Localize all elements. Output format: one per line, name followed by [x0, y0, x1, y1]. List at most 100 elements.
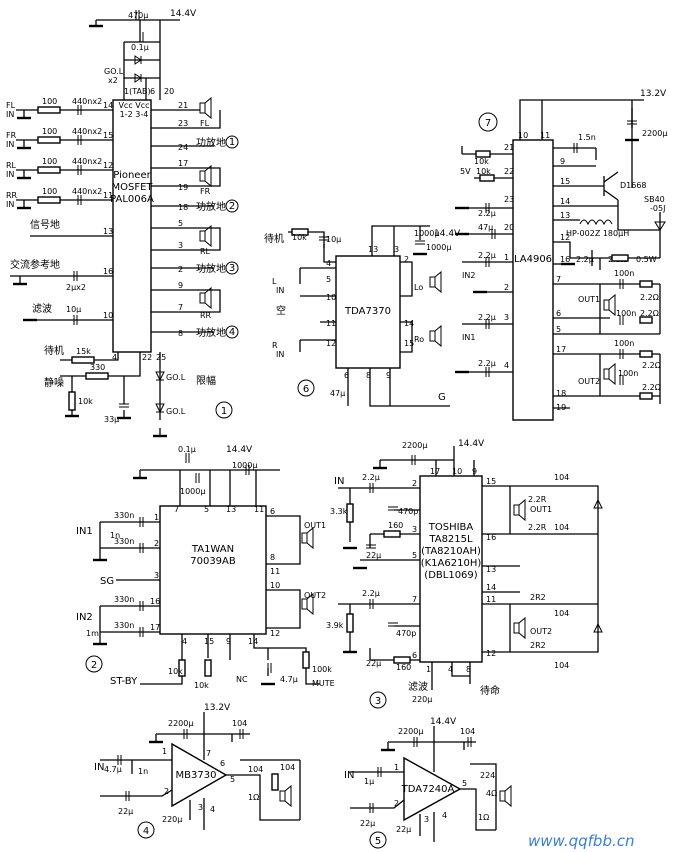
svg-text:12: 12 — [270, 629, 280, 638]
svg-text:17: 17 — [556, 345, 566, 354]
svg-text:2: 2 — [154, 539, 159, 548]
svg-text:1.5n: 1.5n — [578, 133, 596, 142]
circuit-7-la4906: LA4906 7 10 11 13.2V 2200μ 1.5n 9 15 D16… — [414, 89, 667, 421]
svg-text:440nx2: 440nx2 — [72, 127, 102, 136]
svg-text:330n: 330n — [114, 621, 134, 630]
svg-text:104: 104 — [554, 473, 569, 482]
svg-text:47μ: 47μ — [330, 389, 345, 398]
svg-text:10: 10 — [518, 131, 528, 140]
svg-text:1: 1 — [426, 665, 431, 674]
svg-text:33μ: 33μ — [104, 415, 119, 424]
svg-text:22: 22 — [142, 353, 152, 362]
svg-text:2.2Ω: 2.2Ω — [642, 361, 661, 370]
svg-text:功放地: 功放地 — [196, 262, 226, 275]
svg-text:440nx2: 440nx2 — [72, 157, 102, 166]
c1-ac-reference: 交流参考地 2μx2 16 — [10, 258, 113, 292]
la4906-chip — [512, 139, 554, 421]
svg-text:3: 3 — [375, 696, 381, 707]
svg-text:14.4V: 14.4V — [458, 439, 485, 449]
svg-text:SB40-05J: SB40-05J — [644, 195, 665, 213]
svg-text:1000μ: 1000μ — [232, 461, 257, 470]
svg-text:100: 100 — [42, 157, 57, 166]
svg-text:14.4V: 14.4V — [226, 445, 253, 455]
svg-text:RIN: RIN — [272, 341, 284, 359]
la4906-left-pins: 10k 21 5V 10k 22 2.2μ 23 47μ 20 2.2μ IN2… — [414, 143, 514, 378]
svg-text:11: 11 — [326, 319, 336, 328]
svg-text:160: 160 — [388, 521, 403, 530]
c1-pin-6: 6 — [150, 87, 155, 96]
svg-text:5V: 5V — [460, 167, 471, 176]
svg-text:NC: NC — [236, 675, 248, 684]
svg-text:3: 3 — [412, 525, 417, 534]
svg-text:10: 10 — [326, 293, 336, 302]
svg-text:ST-BY: ST-BY — [110, 676, 138, 687]
svg-text:11: 11 — [254, 505, 264, 514]
svg-text:GO.L: GO.L — [166, 373, 186, 382]
svg-text:7: 7 — [485, 118, 491, 129]
svg-text:功放地: 功放地 — [196, 326, 226, 339]
svg-text:Lo: Lo — [414, 283, 423, 292]
svg-text:D1668: D1668 — [620, 181, 647, 190]
svg-text:14.4V: 14.4V — [430, 717, 457, 727]
svg-text:4: 4 — [326, 259, 331, 268]
svg-text:104: 104 — [280, 763, 295, 772]
svg-text:11: 11 — [270, 567, 280, 576]
svg-text:21: 21 — [504, 143, 514, 152]
svg-text:2200μ: 2200μ — [402, 441, 427, 450]
svg-text:24: 24 — [178, 143, 188, 152]
svg-text:1m: 1m — [86, 629, 99, 638]
svg-text:信号地: 信号地 — [30, 218, 60, 231]
svg-text:224: 224 — [480, 771, 495, 780]
svg-text:17: 17 — [430, 467, 440, 476]
svg-text:2: 2 — [164, 787, 169, 796]
svg-text:22μ: 22μ — [118, 807, 133, 816]
svg-text:2R2: 2R2 — [530, 593, 546, 602]
svg-text:3: 3 — [198, 803, 203, 812]
svg-text:15: 15 — [404, 339, 414, 348]
svg-text:15: 15 — [486, 477, 496, 486]
svg-text:OUT2: OUT2 — [530, 627, 552, 636]
svg-text:2.2μ: 2.2μ — [478, 251, 496, 260]
svg-text:440nx2: 440nx2 — [72, 187, 102, 196]
svg-text:2: 2 — [178, 265, 183, 274]
svg-text:13.2V: 13.2V — [204, 703, 231, 713]
svg-text:15: 15 — [204, 637, 214, 646]
svg-text:9: 9 — [226, 637, 231, 646]
svg-text:104: 104 — [460, 727, 475, 736]
svg-text:15: 15 — [103, 131, 113, 140]
svg-text:104: 104 — [554, 609, 569, 618]
svg-text:3: 3 — [394, 245, 399, 254]
svg-text:LIN: LIN — [272, 277, 284, 295]
svg-text:100: 100 — [42, 97, 57, 106]
svg-text:8: 8 — [178, 329, 183, 338]
svg-text:6: 6 — [412, 651, 417, 660]
svg-text:2.2μ: 2.2μ — [362, 589, 380, 598]
svg-text:2.2R: 2.2R — [528, 523, 547, 532]
svg-text:13: 13 — [103, 227, 113, 236]
svg-text:22μ: 22μ — [396, 825, 411, 834]
c1-output-fr: FR 17 19 18 功放地 2 — [151, 159, 239, 213]
svg-text:104: 104 — [554, 661, 569, 670]
svg-text:22μ: 22μ — [366, 659, 381, 668]
circuit-4-mb3730: MB3730 4 2200μ 104 13.2V IN 4.7μ 1n 22μ … — [94, 703, 301, 839]
svg-text:10: 10 — [452, 467, 462, 476]
svg-text:6: 6 — [556, 309, 561, 318]
svg-text:20: 20 — [504, 223, 514, 232]
svg-text:4: 4 — [229, 327, 235, 338]
svg-text:12: 12 — [326, 339, 336, 348]
svg-text:8: 8 — [466, 665, 471, 674]
svg-text:2.2μ: 2.2μ — [478, 313, 496, 322]
svg-text:IN2: IN2 — [462, 271, 475, 280]
svg-text:1000μ: 1000μ — [414, 229, 439, 238]
svg-text:4: 4 — [448, 665, 453, 674]
svg-text:4: 4 — [442, 811, 447, 820]
svg-text:13: 13 — [486, 565, 496, 574]
svg-text:3: 3 — [154, 571, 159, 580]
